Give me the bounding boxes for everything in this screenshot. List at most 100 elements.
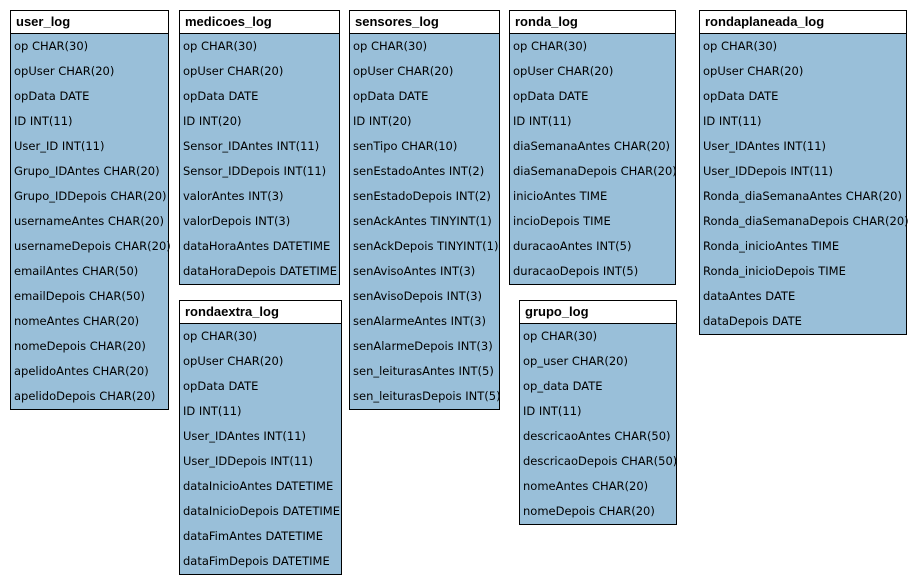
field-list: op CHAR(30) op_user CHAR(20) op_data DATE I… <box>520 324 678 524</box>
table-field: senAlarmeDepois INT(3) <box>353 339 493 353</box>
table-field: opData DATE <box>513 89 589 103</box>
table-field: User_IDDepois INT(11) <box>703 164 833 178</box>
table-field: opUser CHAR(20) <box>14 64 115 78</box>
field-list: op CHAR(30) opUser CHAR(20) opData DATE ID … <box>180 34 339 284</box>
table-user-log: user_log op CHAR(30) opUser CHAR(20) opDat… <box>10 10 171 410</box>
table-field: senAvisoAntes INT(3) <box>353 264 476 278</box>
table-field: senAckAntes TINYINT(1) <box>353 214 492 228</box>
field-list: op CHAR(30) opUser CHAR(20) opData DATE ID … <box>350 34 501 409</box>
table-field: duracaoDepois INT(5) <box>513 264 639 278</box>
table-medicoes-log: medicoes_log op CHAR(30)opUser CHAR(20)o… <box>179 10 340 285</box>
table-field: op_user CHAR(20) <box>523 354 628 368</box>
table-field: dataFimAntes DATETIME <box>183 529 323 543</box>
table-title: user_log <box>11 11 168 34</box>
field-list: op CHAR(30) opUser CHAR(20) opData DATE ID … <box>11 34 171 409</box>
table-field: diaSemanaAntes CHAR(20) <box>513 139 671 153</box>
table-field: op CHAR(30) <box>353 39 428 53</box>
table-field: opUser CHAR(20) <box>353 64 454 78</box>
table-field: nomeAntes CHAR(20) <box>14 314 140 328</box>
table-field: Ronda_inicioAntes TIME <box>703 239 840 253</box>
table-field: descricaoDepois CHAR(50) <box>523 454 678 468</box>
table-field: op CHAR(30) <box>183 329 258 343</box>
table-field: ID INT(11) <box>703 114 762 128</box>
table-field: op CHAR(30) <box>523 329 598 343</box>
table-field: Grupo_IDAntes CHAR(20) <box>14 164 160 178</box>
table-title: ronda_log <box>510 11 675 34</box>
table-field: opData DATE <box>14 89 90 103</box>
table-field: diaSemanaDepois CHAR(20) <box>513 164 677 178</box>
table-field: apelidoDepois CHAR(20) <box>14 389 156 403</box>
table-field: op CHAR(30) <box>14 39 89 53</box>
table-field: op CHAR(30) <box>183 39 258 53</box>
table-field: User_IDAntes INT(11) <box>183 429 307 443</box>
table-field: User_IDDepois INT(11) <box>183 454 313 468</box>
table-field: senAckDepois TINYINT(1) <box>353 239 499 253</box>
table-grupo-log: grupo_log op CHAR(30) op_user CHAR(20) op_… <box>519 300 677 525</box>
table-field: dataHoraAntes DATETIME <box>183 239 331 253</box>
field-list: op CHAR(30) opUser CHAR(20) opData DATE ID … <box>180 324 341 574</box>
table-rondaplaneada-log: rondaplaneada_log op CHAR(30) opUser CHAR… <box>699 10 909 335</box>
table-ronda-log: ronda_log op CHAR(30)opUser CHAR(20)opDa… <box>509 10 677 285</box>
table-sensores-log: sensores_log op CHAR(30)opUser CHAR(20)o… <box>349 10 501 410</box>
table-title: grupo_log <box>520 301 676 324</box>
table-field: valorDepois INT(3) <box>183 214 291 228</box>
table-field: senEstadoDepois INT(2) <box>353 189 491 203</box>
table-title: medicoes_log <box>180 11 339 34</box>
table-title: sensores_log <box>350 11 499 34</box>
table-field: dataInicioAntes DATETIME <box>183 479 334 493</box>
table-field: opData DATE <box>353 89 429 103</box>
table-field: valorAntes INT(3) <box>183 189 284 203</box>
table-field: Grupo_IDDepois CHAR(20) <box>14 189 167 203</box>
table-field: ID INT(11) <box>14 114 73 128</box>
table-field: op CHAR(30) <box>513 39 588 53</box>
table-field: senEstadoAntes INT(2) <box>353 164 485 178</box>
table-field: opData DATE <box>183 89 259 103</box>
table-field: apelidoAntes CHAR(20) <box>14 364 149 378</box>
table-field: Sensor_IDAntes INT(11) <box>183 139 320 153</box>
table-field: dataDepois DATE <box>703 314 802 328</box>
table-title: rondaextra_log <box>180 301 341 324</box>
table-field: senAvisoDepois INT(3) <box>353 289 482 303</box>
table-field: dataAntes DATE <box>703 289 796 303</box>
table-field: nomeAntes CHAR(20) <box>523 479 649 493</box>
table-field: User_ID INT(11) <box>14 139 105 153</box>
table-field: User_IDAntes INT(11) <box>703 139 827 153</box>
table-field: nomeDepois CHAR(20) <box>523 504 655 518</box>
table-field: senTipo CHAR(10) <box>353 139 458 153</box>
table-field: emailAntes CHAR(50) <box>14 264 139 278</box>
field-list: op CHAR(30) opUser CHAR(20) opData DATE ID … <box>700 34 909 334</box>
table-field: inicioAntes TIME <box>513 189 608 203</box>
table-field: op CHAR(30) <box>703 39 778 53</box>
table-field: descricaoAntes CHAR(50) <box>523 429 671 443</box>
table-field: incioDepois TIME <box>513 214 611 228</box>
table-field: opUser CHAR(20) <box>183 354 284 368</box>
table-field: ID INT(20) <box>353 114 412 128</box>
table-field: duracaoAntes INT(5) <box>513 239 632 253</box>
table-field: ID INT(11) <box>513 114 572 128</box>
table-field: dataHoraDepois DATETIME <box>183 264 337 278</box>
table-field: dataFimDepois DATETIME <box>183 554 330 568</box>
table-field: dataInicioDepois DATETIME <box>183 504 340 518</box>
table-field: opUser CHAR(20) <box>703 64 804 78</box>
table-field: nomeDepois CHAR(20) <box>14 339 146 353</box>
table-field: usernameDepois CHAR(20) <box>14 239 171 253</box>
table-field: opUser CHAR(20) <box>183 64 284 78</box>
table-field: ID INT(11) <box>523 404 582 418</box>
table-field: Ronda_diaSemanaAntes CHAR(20) <box>703 189 902 203</box>
table-title: rondaplaneada_log <box>700 11 906 34</box>
table-field: op_data DATE <box>523 379 603 393</box>
table-field: senAlarmeAntes INT(3) <box>353 314 486 328</box>
table-field: Sensor_IDDepois INT(11) <box>183 164 327 178</box>
table-field: emailDepois CHAR(50) <box>14 289 145 303</box>
table-field: sen_leiturasAntes INT(5) <box>353 364 494 378</box>
table-field: Ronda_diaSemanaDepois CHAR(20) <box>703 214 909 228</box>
table-field: Ronda_inicioDepois TIME <box>703 264 846 278</box>
table-field: usernameAntes CHAR(20) <box>14 214 165 228</box>
table-field: ID INT(20) <box>183 114 242 128</box>
table-field: opData DATE <box>703 89 779 103</box>
table-field: ID INT(11) <box>183 404 242 418</box>
table-rondaextra-log: rondaextra_log op CHAR(30) opUser CHAR(20… <box>179 300 342 575</box>
table-field: opData DATE <box>183 379 259 393</box>
table-field: sen_leiturasDepois INT(5) <box>353 389 501 403</box>
